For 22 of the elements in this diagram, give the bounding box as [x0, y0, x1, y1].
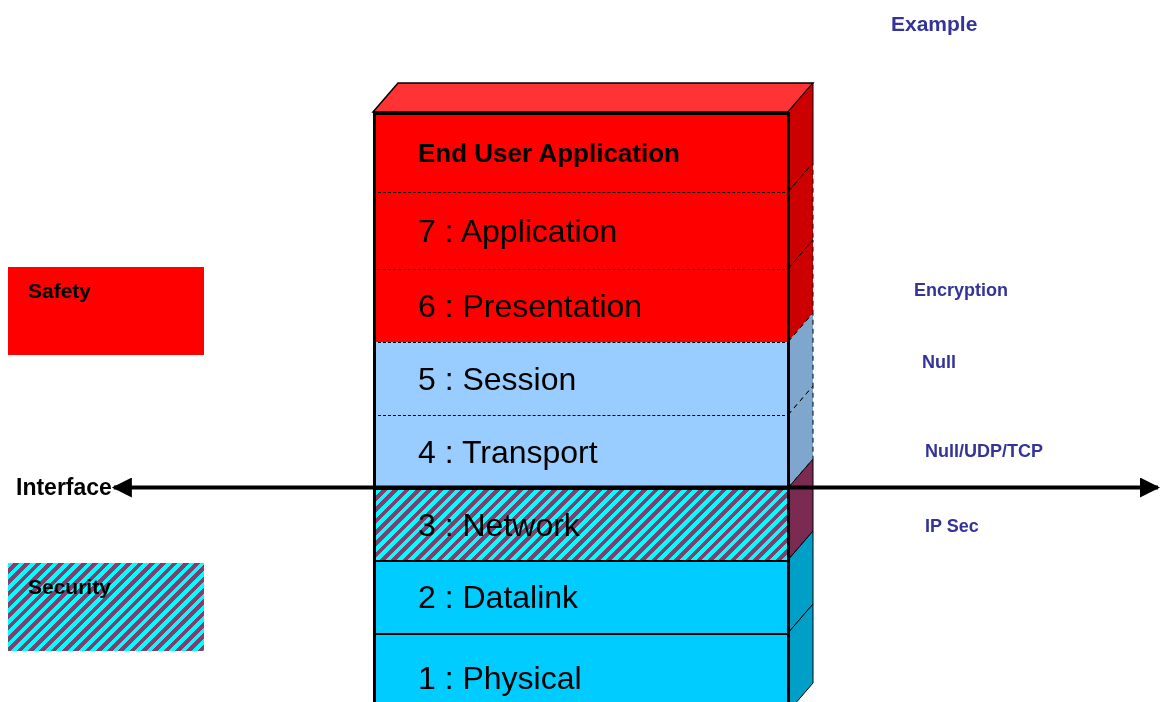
layer-label: 1 : Physical — [418, 659, 582, 697]
layer-band — [373, 560, 790, 633]
layer-band — [373, 112, 790, 192]
layer-label: 5 : Session — [418, 360, 577, 398]
annotation-text: IP Sec — [925, 516, 979, 537]
interface-label: Interface — [16, 474, 112, 501]
layer-label: End User Application — [418, 138, 680, 169]
layer-label: 2 : Datalink — [418, 579, 579, 616]
legend-label: Safety — [28, 279, 92, 302]
annotation-text: Null/UDP/TCP — [925, 441, 1043, 462]
layer-band — [373, 192, 790, 269]
layer-band — [373, 342, 790, 415]
layer-band — [373, 415, 790, 488]
double-arrow — [111, 477, 1160, 498]
layer-label: 6 : Presentation — [418, 287, 643, 325]
annotation-text: Encryption — [914, 280, 1008, 301]
layer-label: 7 : Application — [418, 212, 618, 250]
layer-label: 4 : Transport — [418, 433, 598, 471]
layer-band — [373, 269, 790, 342]
annotation-text: Example — [891, 12, 978, 36]
annotation-text: Null — [922, 352, 956, 373]
layer-band — [373, 633, 790, 702]
